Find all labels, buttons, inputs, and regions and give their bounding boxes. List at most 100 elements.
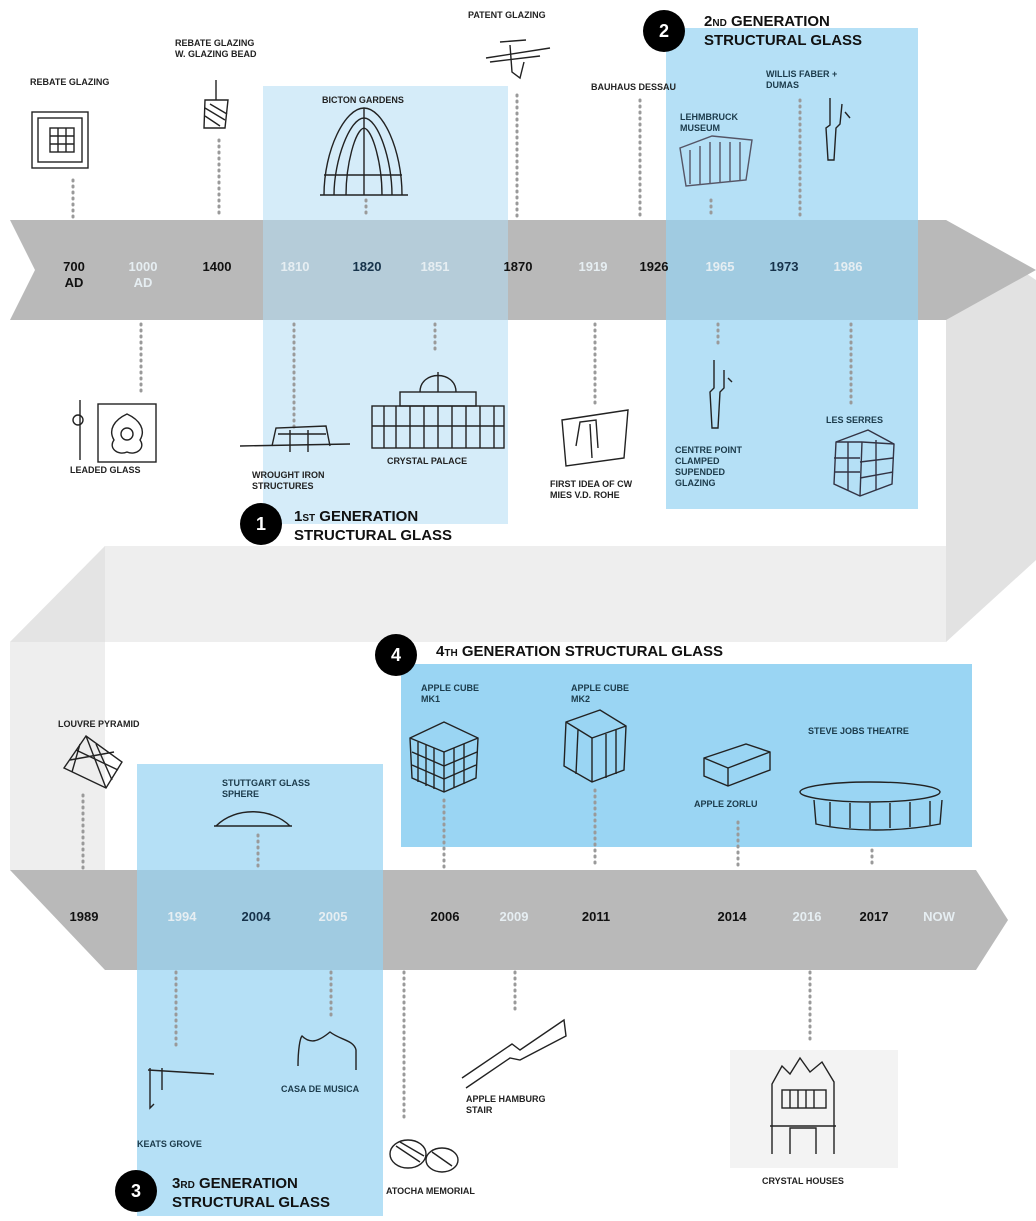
generation-3-badge: 3 xyxy=(115,1170,157,1212)
year-2014: 2014 xyxy=(717,909,747,924)
theatre-ring-sketch-icon xyxy=(799,781,943,831)
label-lehmbruck-museum: LEHMBRUCK MUSEUM xyxy=(680,112,738,133)
year-2006: 2006 xyxy=(430,909,460,924)
year-1400: 1400 xyxy=(202,259,232,274)
year-1986: 1986 xyxy=(833,259,863,274)
label-willis-faber: WILLIS FABER + DUMAS xyxy=(766,69,838,90)
year-2017: 2017 xyxy=(859,909,889,924)
generation-4-prefix: 4 xyxy=(436,643,445,660)
loop-band-right xyxy=(946,220,1036,642)
label-apple-cube-mk2: APPLE CUBE MK2 xyxy=(571,683,630,704)
generation-3-line2: STRUCTURAL GLASS xyxy=(172,1194,331,1211)
year-1926: 1926 xyxy=(639,259,669,274)
generation-1-line1: GENERATION xyxy=(315,508,419,525)
year-2011: 2011 xyxy=(581,909,611,924)
generation-2-prefix: 2 xyxy=(704,13,713,30)
label-centre-point: CENTRE POINT CLAMPED SUPENDED GLAZING xyxy=(675,445,743,488)
generation-4-title: 4TH GENERATION STRUCTURAL GLASS xyxy=(436,643,723,662)
year-1919: 1919 xyxy=(578,259,608,274)
year-2016: 2016 xyxy=(792,909,822,924)
loop-band-top xyxy=(10,546,1036,642)
label-les-serres: LES SERRES xyxy=(826,415,884,425)
generation-2-title: 2ND GENERATION STRUCTURAL GLASS xyxy=(704,13,862,49)
generation-2-badge: 2 xyxy=(643,10,685,52)
label-apple-hamburg-stair: APPLE HAMBURG STAIR xyxy=(466,1094,546,1115)
generation-1-badge: 1 xyxy=(240,503,282,545)
generation-1-prefix: 1 xyxy=(294,508,303,525)
glass-sphere-sketch-icon xyxy=(214,811,292,827)
generation-2-line1: GENERATION xyxy=(726,13,830,30)
label-apple-cube-mk1: APPLE CUBE MK1 xyxy=(421,683,480,704)
label-louvre-pyramid: LOUVRE PYRAMID xyxy=(58,719,140,729)
year-2009: 2009 xyxy=(499,909,529,924)
wrought-iron-sketch-icon xyxy=(239,425,351,452)
generation-2-box xyxy=(666,28,918,509)
lehmbruck-grid-sketch-icon xyxy=(679,135,753,187)
year-1965: 1965 xyxy=(705,259,735,274)
label-apple-zorlu: APPLE ZORLU xyxy=(694,799,758,809)
label-leaded-glass: LEADED GLASS xyxy=(70,465,141,475)
generation-3-prefix: 3 xyxy=(172,1175,181,1192)
glass-cube-mk2-sketch-icon xyxy=(563,709,627,783)
label-keats-grove: KEATS GROVE xyxy=(137,1139,202,1149)
generation-4-badge: 4 xyxy=(375,634,417,676)
label-steve-jobs-theatre: STEVE JOBS THEATRE xyxy=(808,726,909,736)
year-700ad: 700 AD xyxy=(63,259,85,290)
window-grid-sketch-icon xyxy=(31,111,89,169)
generation-2-line2: STRUCTURAL GLASS xyxy=(704,32,863,49)
curtain-wall-sketch-icon xyxy=(561,409,629,467)
generation-3-box xyxy=(137,764,383,1216)
hamburg-stair-sketch-icon xyxy=(461,1018,567,1089)
year-1810: 1810 xyxy=(280,259,310,274)
crystal-palace-sketch-icon xyxy=(371,372,505,449)
casa-musica-sketch-icon xyxy=(297,1031,357,1070)
label-bicton-gardens: BICTON GARDENS xyxy=(322,95,404,105)
label-wrought-iron: WROUGHT IRON STRUCTURES xyxy=(252,470,325,491)
label-atocha-memorial: ATOCHA MEMORIAL xyxy=(386,1186,475,1196)
generation-1-title: 1ST GENERATION STRUCTURAL GLASS xyxy=(294,508,452,544)
year-1000ad: 1000 AD xyxy=(128,259,158,290)
crystal-houses-sketch-icon xyxy=(730,1050,898,1168)
generation-1-box xyxy=(263,86,508,524)
label-bauhaus-dessau: BAUHAUS DESSAU xyxy=(591,82,677,92)
label-patent-glazing: PATENT GLAZING xyxy=(468,10,546,20)
generation-2-suffix: ND xyxy=(712,18,727,29)
pyramid-sketch-icon xyxy=(62,735,123,789)
zorlu-box-sketch-icon xyxy=(703,743,771,787)
glazing-bead-sketch-icon xyxy=(203,80,229,129)
label-crystal-houses: CRYSTAL HOUSES xyxy=(762,1176,844,1186)
patent-glazing-sketch-icon xyxy=(485,39,551,80)
generation-1-line2: STRUCTURAL GLASS xyxy=(294,527,453,544)
year-2004: 2004 xyxy=(241,909,271,924)
generation-4-line1: GENERATION STRUCTURAL GLASS xyxy=(457,643,723,660)
year-2005: 2005 xyxy=(318,909,348,924)
year-1820: 1820 xyxy=(352,259,382,274)
generation-4-suffix: TH xyxy=(444,648,458,659)
bottom-connectors xyxy=(81,788,874,1120)
year-now: NOW xyxy=(923,909,955,924)
year-1870: 1870 xyxy=(503,259,533,274)
clamp-fitting-sketch-icon xyxy=(825,98,851,161)
year-1973: 1973 xyxy=(769,259,799,274)
keats-grove-sketch-icon xyxy=(147,1068,215,1110)
label-crystal-palace: CRYSTAL PALACE xyxy=(387,456,468,466)
glass-cube-sketch-icon xyxy=(409,721,479,793)
label-casa-musica: CASA DE MUSICA xyxy=(281,1084,360,1094)
label-glazing-bead: REBATE GLAZING W. GLAZING BEAD xyxy=(175,38,257,59)
les-serres-cube-sketch-icon xyxy=(833,429,895,497)
label-rebate-glazing: REBATE GLAZING xyxy=(30,77,110,87)
dome-greenhouse-sketch-icon xyxy=(320,107,408,196)
centre-point-clamp-sketch-icon xyxy=(709,360,733,429)
generation-3-title: 3RD GENERATION STRUCTURAL GLASS xyxy=(172,1175,330,1211)
top-connectors xyxy=(71,93,853,432)
year-1851: 1851 xyxy=(420,259,450,274)
generation-3-suffix: RD xyxy=(180,1180,195,1191)
year-1994: 1994 xyxy=(167,909,197,924)
atocha-memorial-sketch-icon xyxy=(389,1139,459,1173)
label-first-idea-cw: FIRST IDEA OF CW MIES V.D. ROHE xyxy=(550,479,633,500)
generation-3-line1: GENERATION xyxy=(194,1175,298,1192)
year-1989: 1989 xyxy=(69,909,99,924)
leaded-glass-sketch-icon xyxy=(72,400,157,463)
